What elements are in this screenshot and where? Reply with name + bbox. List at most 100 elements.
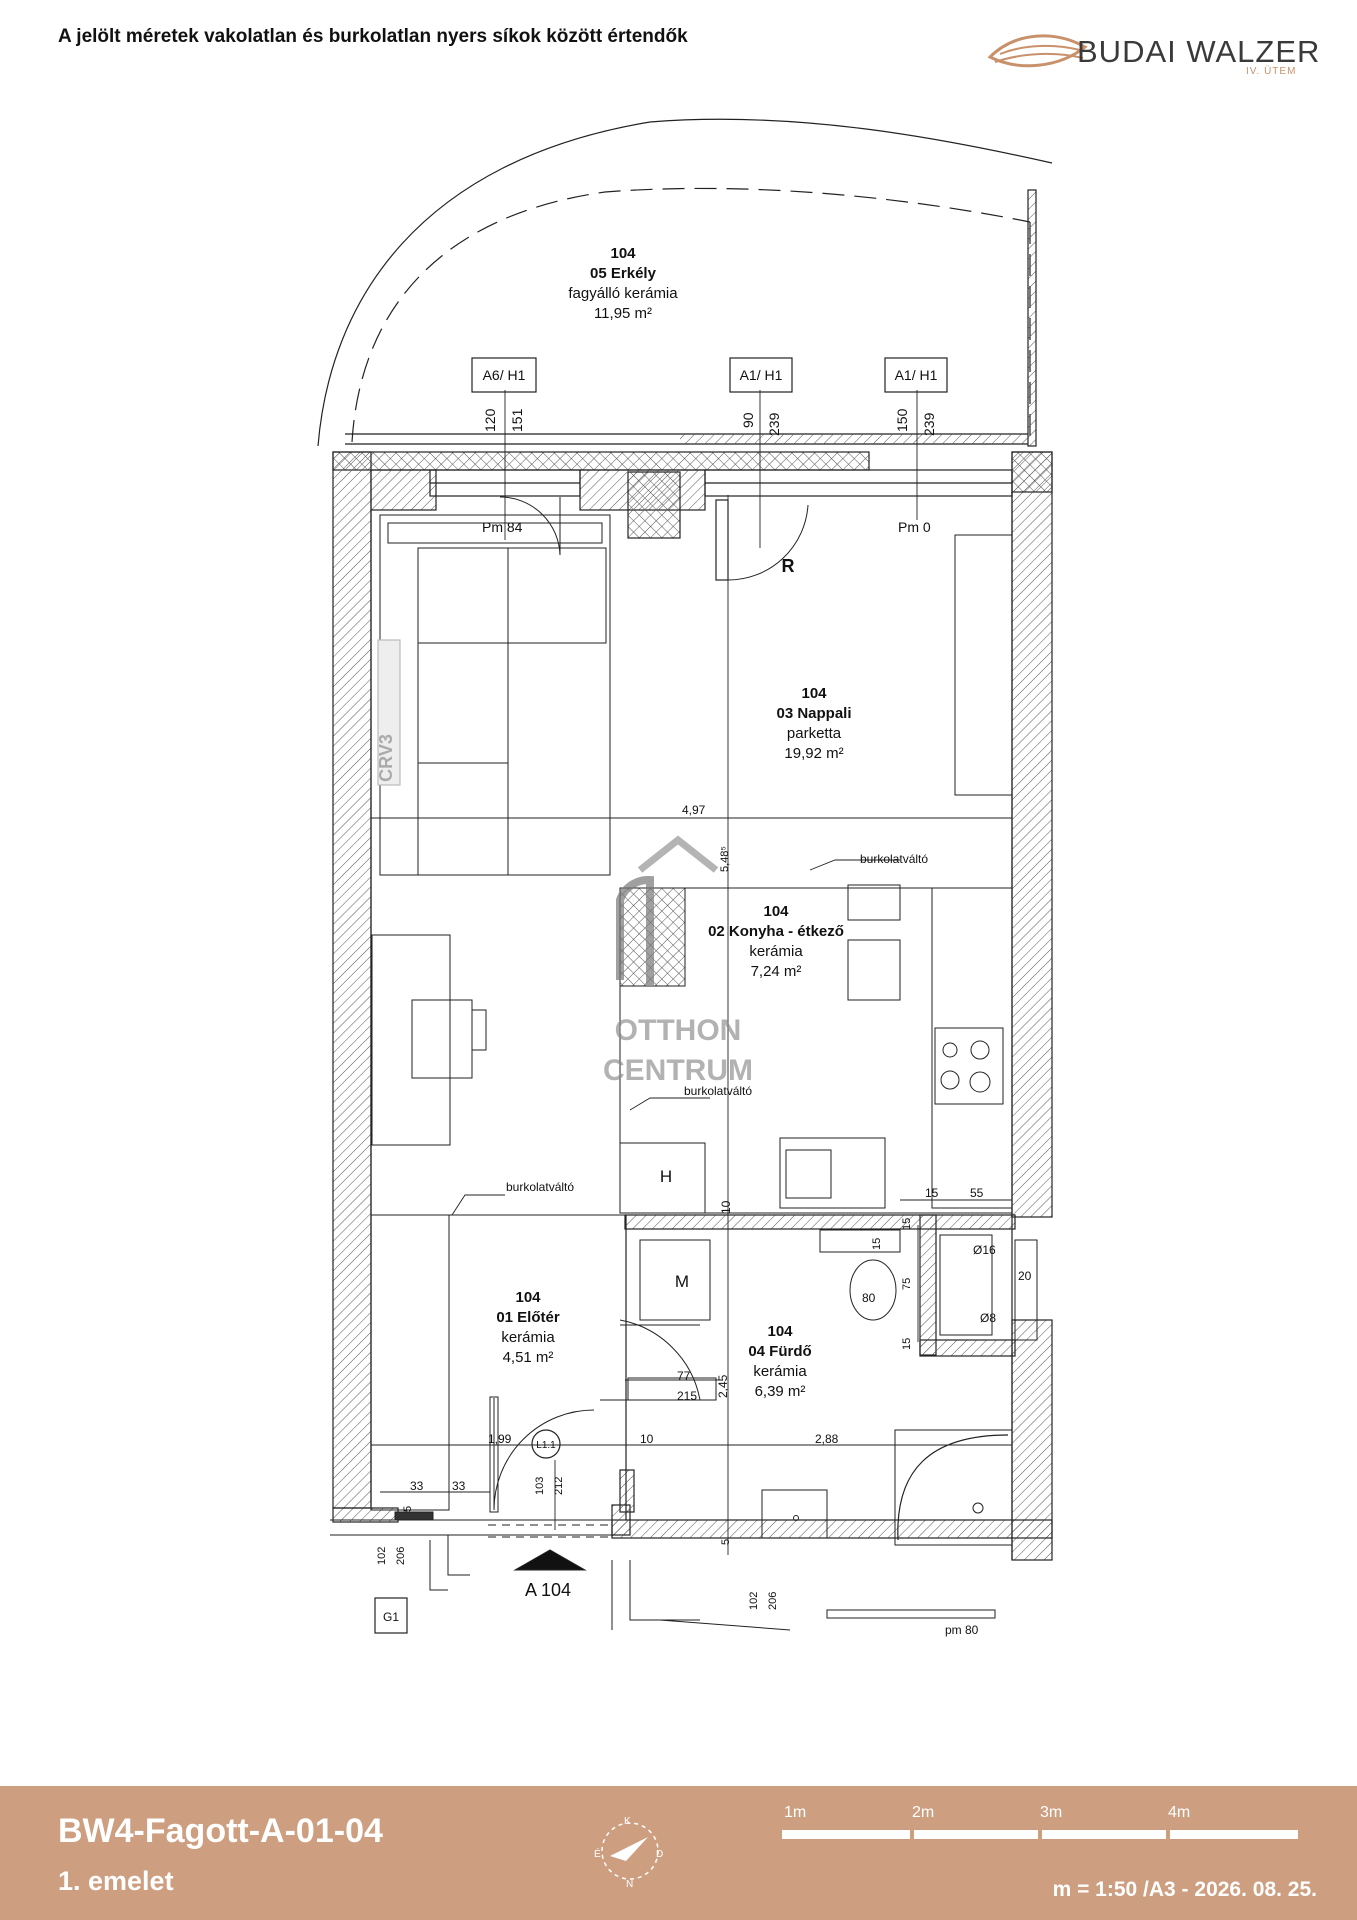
- dim-33a: 33: [410, 1479, 424, 1493]
- dim-o8: Ø8: [980, 1311, 996, 1325]
- walls: [332, 451, 1053, 1561]
- scalebar-tick: [910, 1830, 914, 1839]
- room-eloter-number: 104: [515, 1289, 541, 1306]
- label-burkolatvalto-2: burkolatváltó: [684, 1084, 752, 1098]
- scalebar-3m: 3m: [1040, 1804, 1063, 1821]
- dim-199: 1,99: [488, 1432, 512, 1446]
- room-furdo-floor: kerámia: [753, 1363, 807, 1380]
- room-furdo-number: 104: [767, 1323, 793, 1340]
- living-furniture: [371, 514, 1013, 1146]
- room-furdo-name: 04 Fürdő: [748, 1343, 811, 1360]
- room-erkely-number: 104: [610, 245, 636, 262]
- scalebar-1m: 1m: [784, 1804, 807, 1821]
- tag-m: M: [675, 1272, 689, 1291]
- dim-o16: Ø16: [973, 1243, 996, 1257]
- dim-151: 151: [509, 408, 525, 432]
- tag-h: H: [660, 1167, 672, 1186]
- entry-steps: [330, 1511, 996, 1634]
- tag-l11: L1.1: [536, 1440, 556, 1451]
- room-erkely-floor: fagyálló kerámia: [568, 285, 678, 302]
- footer-bar: BW4-Fagott-A-01-04 1. emelet K D É N 1m …: [0, 1786, 1357, 1920]
- compass-k: K: [624, 1816, 631, 1827]
- brand-name: BUDAI WALZER: [1077, 34, 1321, 69]
- dim-77: 77: [677, 1369, 691, 1383]
- kitchen-area: [616, 875, 1013, 1214]
- room-konyha-name: 02 Konyha - étkező: [708, 923, 844, 940]
- dim-15a: 15: [925, 1186, 939, 1200]
- dim-548: 5,48⁵: [719, 846, 731, 872]
- dim-10a: 10: [719, 1200, 733, 1214]
- dim-33b: 33: [452, 1479, 466, 1493]
- label-burkolatvalto-3: burkolatváltó: [506, 1180, 574, 1194]
- tag-r: R: [782, 556, 795, 576]
- brand-logo: [987, 34, 1088, 68]
- room-nappali-number: 104: [801, 685, 827, 702]
- dim-102a: 102: [376, 1547, 388, 1565]
- room-erkely-name: 05 Erkély: [590, 265, 657, 282]
- dim-102b: 102: [748, 1592, 760, 1610]
- dim-75: 75: [901, 1278, 913, 1290]
- room-eloter-name: 01 Előtér: [496, 1309, 560, 1326]
- balcony-outline: [317, 118, 1053, 447]
- brand-subtitle: IV. ÜTEM: [1246, 66, 1297, 77]
- room-konyha-floor: kerámia: [749, 943, 803, 960]
- room-eloter-area: 4,51 m²: [503, 1349, 554, 1366]
- otthon-centrum-watermark: [637, 835, 719, 873]
- tag-boxes: [374, 357, 948, 1634]
- bathroom-fixtures: [627, 1229, 1013, 1546]
- room-erkely-area: 11,95 m²: [594, 305, 652, 322]
- dim-288: 2,88: [815, 1432, 839, 1446]
- room-furdo-area: 6,39 m²: [755, 1383, 806, 1400]
- label-pm84: Pm 84: [482, 519, 523, 535]
- room-konyha-area: 7,24 m²: [751, 963, 802, 980]
- dim-239-first: 239: [766, 412, 782, 436]
- dimension-lines: [371, 390, 1012, 1555]
- watermark-line1: OTTHON: [615, 1014, 742, 1047]
- dim-239-second: 239: [921, 412, 937, 436]
- tag-a1h1-second: A1/ H1: [895, 367, 938, 383]
- floor-label: 1. emelet: [58, 1866, 174, 1896]
- dim-212: 212: [553, 1477, 565, 1495]
- room-konyha-number: 104: [763, 903, 789, 920]
- dim-497: 4,97: [682, 803, 706, 817]
- floor-plan: 104 05 Erkély fagyálló kerámia 11,95 m² …: [317, 118, 1053, 1637]
- dim-15d: 15: [901, 1338, 913, 1350]
- dim-5b: 5: [720, 1539, 732, 1545]
- dim-103: 103: [534, 1477, 546, 1495]
- scalebar-4m: 4m: [1168, 1804, 1191, 1821]
- watermark-line2: CENTRUM: [603, 1054, 753, 1087]
- dimension-notice: A jelölt méretek vakolatlan és burkolatl…: [58, 26, 688, 47]
- scalebar-tick: [1166, 1830, 1170, 1839]
- dim-150: 150: [894, 408, 910, 432]
- dim-90: 90: [740, 412, 756, 428]
- scale-date: m = 1:50 /A3 - 2026. 08. 25.: [1052, 1878, 1317, 1901]
- dim-20: 20: [1018, 1269, 1032, 1283]
- dim-215: 215: [677, 1389, 697, 1403]
- room-nappali-name: 03 Nappali: [776, 705, 851, 722]
- scalebar-2m: 2m: [912, 1804, 935, 1821]
- compass-n: N: [626, 1879, 633, 1890]
- dim-80: 80: [862, 1291, 876, 1305]
- tag-crv: CRV3: [376, 734, 396, 782]
- label-pm0: Pm 0: [898, 519, 931, 535]
- label-pm80: pm 80: [945, 1623, 979, 1637]
- tag-a1h1-first: A1/ H1: [740, 367, 783, 383]
- label-burkolatvalto-1: burkolatváltó: [860, 852, 928, 866]
- dim-206a: 206: [395, 1547, 407, 1565]
- dim-15b: 15: [901, 1218, 913, 1230]
- dim-5a: 5: [402, 1506, 414, 1512]
- entry-label: A 104: [525, 1580, 571, 1600]
- scalebar-tick: [1038, 1830, 1042, 1839]
- room-nappali-area: 19,92 m²: [784, 745, 843, 762]
- compass-e: É: [594, 1847, 601, 1860]
- plan-title: BW4-Fagott-A-01-04: [58, 1812, 383, 1850]
- dim-245: 2,45: [716, 1374, 730, 1398]
- tag-a6h1: A6/ H1: [483, 367, 526, 383]
- room-eloter-floor: kerámia: [501, 1329, 555, 1346]
- room-nappali-floor: parketta: [787, 725, 842, 742]
- tag-g1: G1: [383, 1610, 399, 1624]
- dim-15c: 15: [871, 1238, 883, 1250]
- compass-d: D: [656, 1849, 663, 1860]
- dim-10b: 10: [640, 1432, 654, 1446]
- dim-55: 55: [970, 1186, 984, 1200]
